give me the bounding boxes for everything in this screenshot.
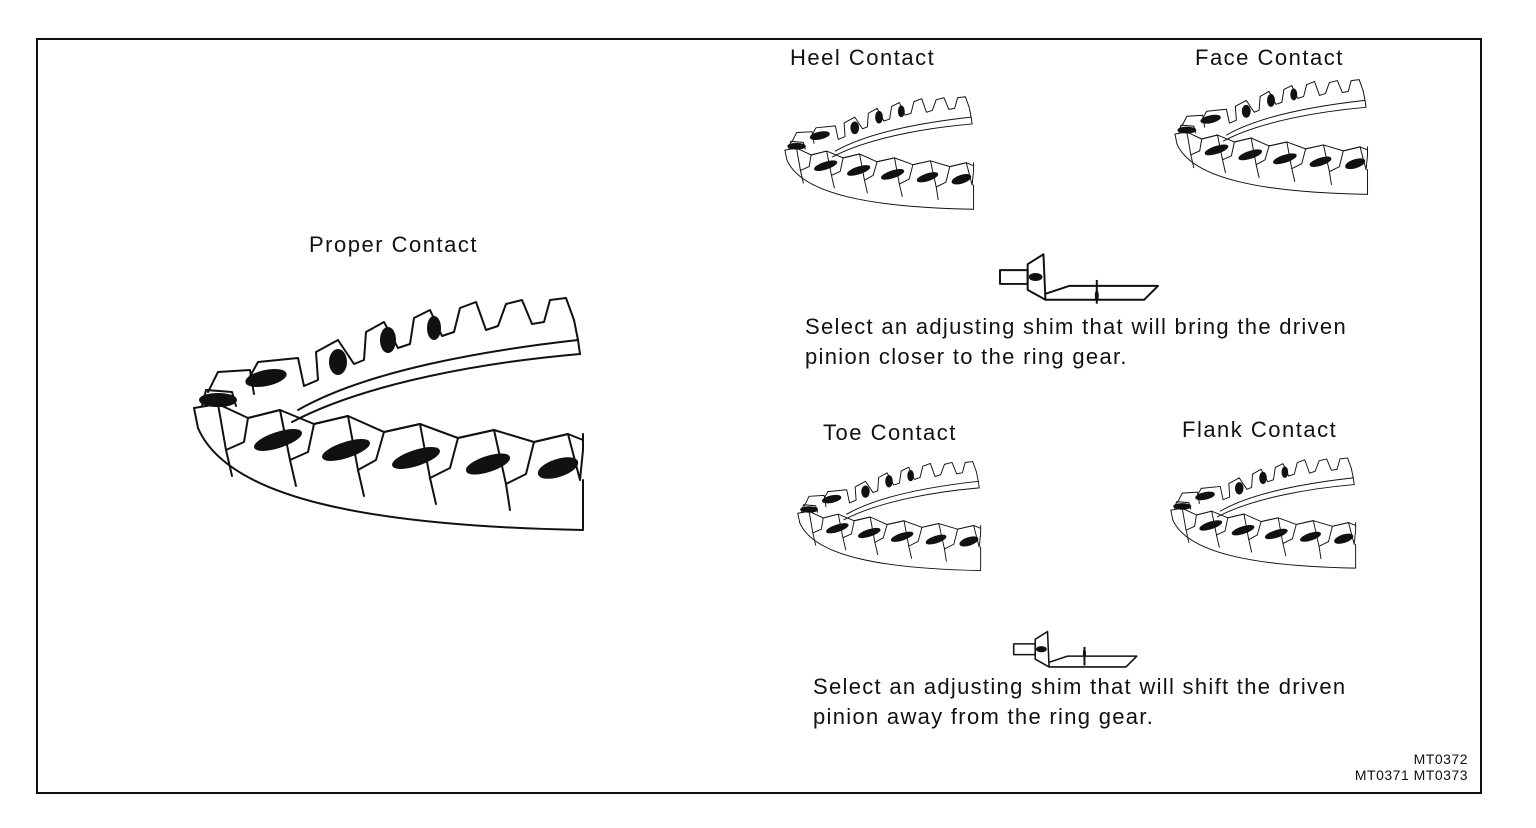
figure-frame (36, 38, 1482, 794)
heel-contact-gear-illustration (784, 96, 975, 210)
toe-contact-label: Toe Contact (823, 420, 957, 445)
reference-code-line1: MT0372 (1413, 751, 1468, 767)
instruction-closer-line2: pinion closer to the ring gear. (805, 344, 1128, 369)
flank-contact-label: Flank Contact (1182, 417, 1338, 442)
reference-codes: MT0372 MT0371 MT0373 (1300, 751, 1468, 783)
instruction-closer: Select an adjusting shim that will bring… (805, 312, 1347, 372)
instruction-away-line2: pinion away from the ring gear. (813, 704, 1155, 729)
face-contact-gear-illustration (1174, 79, 1369, 195)
instruction-away-line1: Select an adjusting shim that will shift… (813, 674, 1347, 699)
reference-code-line2: MT0371 MT0373 (1354, 767, 1468, 783)
proper-contact-label: Proper Contact (309, 232, 478, 257)
face-contact-label: Face Contact (1195, 45, 1344, 70)
instruction-closer-line1: Select an adjusting shim that will bring… (805, 314, 1347, 339)
proper-contact-gear-illustration (193, 297, 584, 531)
pinion-shim-away-diagram (1012, 630, 1138, 668)
flank-contact-gear-illustration (1170, 457, 1357, 569)
instruction-away: Select an adjusting shim that will shift… (813, 672, 1346, 732)
toe-contact-gear-illustration (797, 461, 982, 572)
heel-contact-label: Heel Contact (790, 45, 936, 70)
pinion-shim-closer-diagram (999, 253, 1160, 304)
